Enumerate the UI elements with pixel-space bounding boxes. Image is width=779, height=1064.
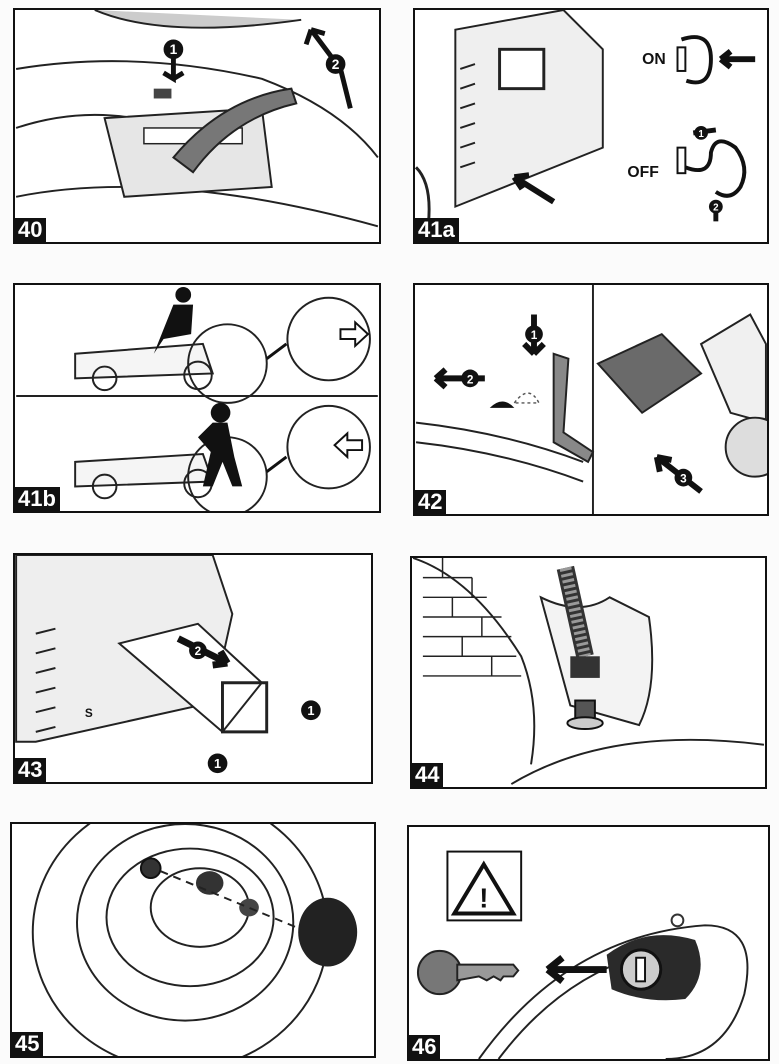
illustration-chute-removal: 2 1 1 S bbox=[15, 555, 321, 774]
off-label: OFF bbox=[627, 164, 659, 181]
figure-label: 43 bbox=[15, 758, 47, 782]
illustration-pin-release: 1 2 3 bbox=[415, 285, 767, 514]
figure-46: ! 46 bbox=[407, 825, 770, 1061]
figure-label: 40 bbox=[15, 218, 47, 242]
on-label: ON bbox=[642, 51, 666, 68]
callout-1: 1 bbox=[531, 329, 538, 342]
callout-2: 2 bbox=[467, 373, 474, 386]
figure-label: 45 bbox=[12, 1032, 44, 1056]
illustration-hook-on-off: ON OFF 1 2 bbox=[415, 10, 756, 242]
figure-label: 46 bbox=[409, 1035, 441, 1059]
illustration-hose-connector bbox=[412, 558, 765, 785]
figure-label: 41b bbox=[15, 487, 60, 511]
callout-2: 2 bbox=[332, 57, 340, 72]
figure-44: 44 bbox=[410, 556, 767, 789]
figure-label: 41a bbox=[415, 218, 459, 242]
figure-label: 42 bbox=[415, 490, 447, 514]
illustration-gear-lever: 1 2 bbox=[15, 10, 379, 228]
marking-s: S bbox=[85, 707, 93, 720]
figure-41a: ON OFF 1 2 41a bbox=[413, 8, 769, 244]
figure-42: 1 2 3 42 bbox=[413, 283, 769, 516]
figure-41b: 41b bbox=[13, 283, 381, 513]
illustration-wheel-cap bbox=[31, 824, 358, 1056]
illustration-tractor-detach bbox=[16, 286, 378, 511]
figure-label: 44 bbox=[412, 763, 444, 787]
callout-1-bottom: 1 bbox=[214, 756, 221, 771]
warning-icon: ! bbox=[479, 883, 488, 914]
callout-1-right: 1 bbox=[307, 703, 314, 718]
callout-1: 1 bbox=[698, 129, 704, 140]
figure-45: 45 bbox=[10, 822, 376, 1058]
illustration-ignition-key: ! bbox=[416, 850, 749, 1059]
figure-43: 2 1 1 S 43 bbox=[13, 553, 373, 784]
figure-40: 1 2 40 bbox=[13, 8, 381, 244]
callout-3: 3 bbox=[680, 473, 687, 486]
callout-2: 2 bbox=[713, 203, 719, 214]
callout-2: 2 bbox=[195, 645, 202, 658]
callout-1: 1 bbox=[170, 42, 178, 57]
